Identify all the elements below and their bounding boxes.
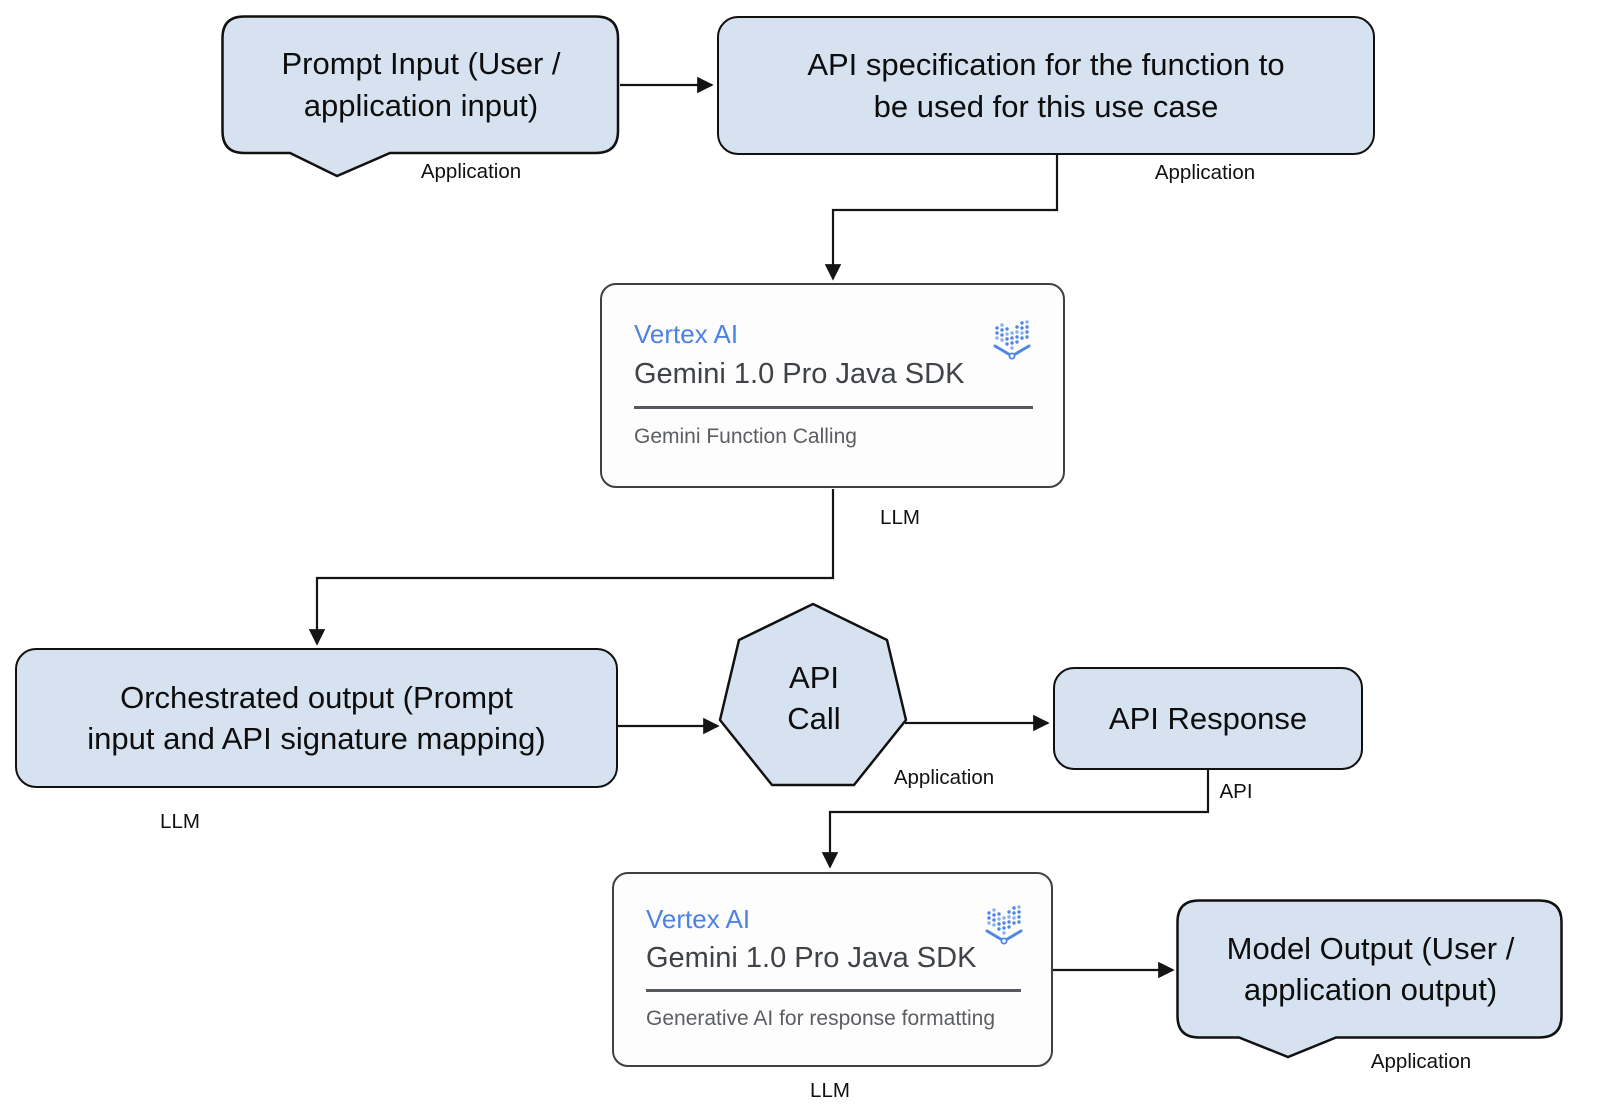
function-calling-caption: Gemini Function Calling <box>634 425 857 448</box>
model-output-line1: Model Output (User / <box>1226 930 1515 966</box>
orchestrated-output-node: Orchestrated output (Prompt input and AP… <box>15 648 618 788</box>
card-divider <box>634 406 1033 409</box>
llm-function-calling-card: Vertex AI Gemini 1.0 Pro Java SDK Gemini… <box>600 283 1065 488</box>
api-call-shape <box>718 602 908 787</box>
llm1-tag: LLM <box>880 506 920 529</box>
api-spec-node: API specification for the function to be… <box>717 16 1375 155</box>
prompt-input-line2: application input) <box>303 87 539 123</box>
orchestrated-line1: Orchestrated output (Prompt <box>120 679 513 715</box>
model-output-node: Model Output (User / application output) <box>1176 899 1565 1039</box>
vertex-ai-icon <box>985 905 1023 945</box>
vertex-ai-icon <box>993 320 1031 360</box>
card-divider <box>646 989 1021 992</box>
gemini-sdk-subtitle: Gemini 1.0 Pro Java SDK <box>646 942 977 974</box>
api-response-tag: API <box>1219 780 1253 803</box>
llm2-tag: LLM <box>810 1079 850 1102</box>
model-output-line2: application output) <box>1243 972 1498 1007</box>
prompt-input-line1: Prompt Input (User / <box>281 46 561 82</box>
api-spec-line1: API specification for the function to <box>807 47 1285 83</box>
llm-response-formatting-card: Vertex AI Gemini 1.0 Pro Java SDK Genera… <box>612 872 1053 1067</box>
gemini-sdk-subtitle: Gemini 1.0 Pro Java SDK <box>634 358 965 390</box>
vertex-ai-title: Vertex AI <box>634 319 739 349</box>
api-response-line1: API Response <box>1108 700 1308 736</box>
orchestrated-line2: input and API signature mapping) <box>87 721 546 756</box>
api-call-tag: Application <box>893 766 995 789</box>
api-call-line1: API <box>789 659 839 695</box>
api-response-node: API Response <box>1053 667 1363 770</box>
vertex-ai-title: Vertex AI <box>646 904 751 934</box>
response-formatting-caption: Generative AI for response formatting <box>646 1007 996 1030</box>
prompt-input-node: Prompt Input (User / application input) <box>221 15 621 154</box>
api-call-node: API Call <box>710 603 918 793</box>
api-call-line2: Call <box>787 701 841 736</box>
api-spec-line2: be used for this use case <box>873 88 1219 124</box>
model-output-shape <box>1176 899 1563 1059</box>
prompt-input-shape <box>221 15 620 178</box>
prompt-input-tag: Application <box>420 160 522 183</box>
connector-apispec-to-llm1 <box>824 155 1059 281</box>
api-spec-tag: Application <box>1154 161 1256 184</box>
orchestrated-tag: LLM <box>160 810 200 833</box>
model-output-tag: Application <box>1370 1050 1472 1073</box>
